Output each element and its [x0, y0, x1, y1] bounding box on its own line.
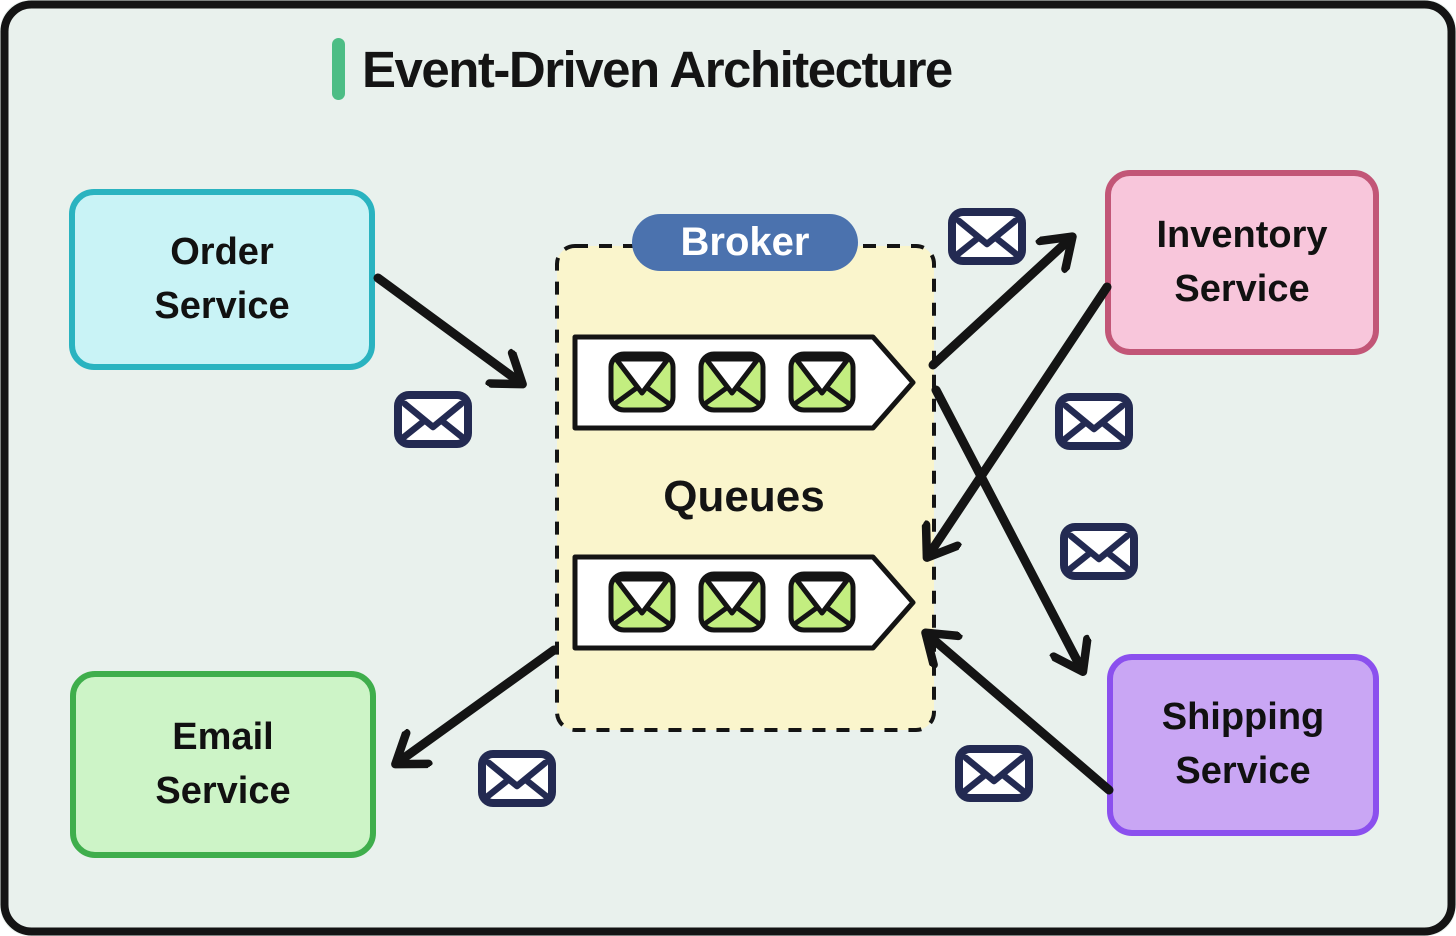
queue-2-envelope-icon	[701, 574, 763, 630]
message-envelope-icon	[952, 212, 1022, 261]
queue-1-envelope-icon	[701, 354, 763, 410]
flow-arrows	[373, 238, 1114, 795]
queue-2-envelope-icon	[611, 574, 673, 630]
page-title: Event-Driven Architecture	[362, 40, 953, 98]
shipping-service-label: Shipping Service	[1161, 696, 1325, 792]
arrow-order-to-broker	[373, 273, 521, 383]
arrow-broker-to-email	[397, 645, 559, 763]
email-service-label: Email Service	[155, 715, 291, 812]
message-envelope-icon	[959, 749, 1029, 798]
queue-1-envelope-icon	[791, 354, 853, 410]
broker-pill	[632, 214, 858, 271]
arrow-queue1-to-inventory	[928, 238, 1071, 370]
message-envelope-icon	[1059, 397, 1129, 446]
message-envelope-icon	[482, 754, 552, 803]
inventory-service-label: Inventory Service	[1156, 213, 1328, 310]
message-envelope-icon	[1064, 527, 1134, 576]
shipping-service-box	[1107, 654, 1379, 836]
title-accent-bar	[332, 38, 345, 100]
arrow-shipping-to-queue2	[927, 634, 1114, 795]
queues-label: Queues	[663, 472, 825, 521]
queue-1-envelope-icon	[611, 354, 673, 410]
inventory-service-box	[1105, 170, 1379, 355]
message-envelope-icon	[398, 395, 468, 444]
broker-label: Broker	[680, 220, 810, 264]
arrow-queue1-to-shipping	[931, 385, 1082, 670]
email-service-box	[70, 671, 376, 858]
order-service-box	[69, 189, 375, 370]
order-service-label: Order Service	[154, 230, 290, 327]
queue-2-envelope-icon	[791, 574, 853, 630]
arrow-inventory-to-queue2	[928, 282, 1112, 556]
